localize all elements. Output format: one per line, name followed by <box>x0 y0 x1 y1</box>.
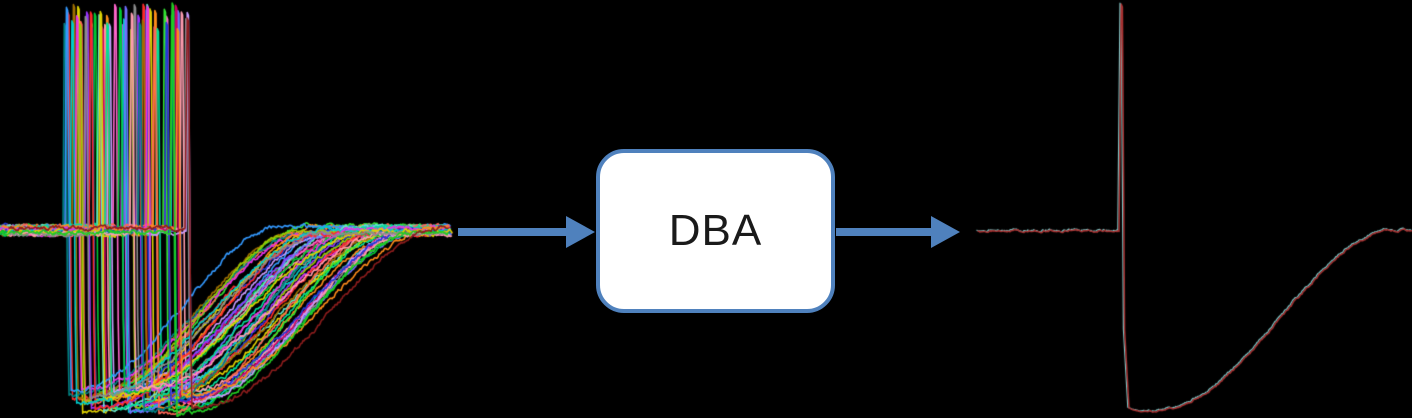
input-arrow-shape <box>458 216 595 248</box>
dba-box-label: DBA <box>668 206 763 255</box>
dba-box: DBA <box>596 149 835 313</box>
output-arrow-shape <box>836 216 960 248</box>
input-arrow-icon <box>458 216 595 248</box>
output-arrow-icon <box>836 216 960 248</box>
